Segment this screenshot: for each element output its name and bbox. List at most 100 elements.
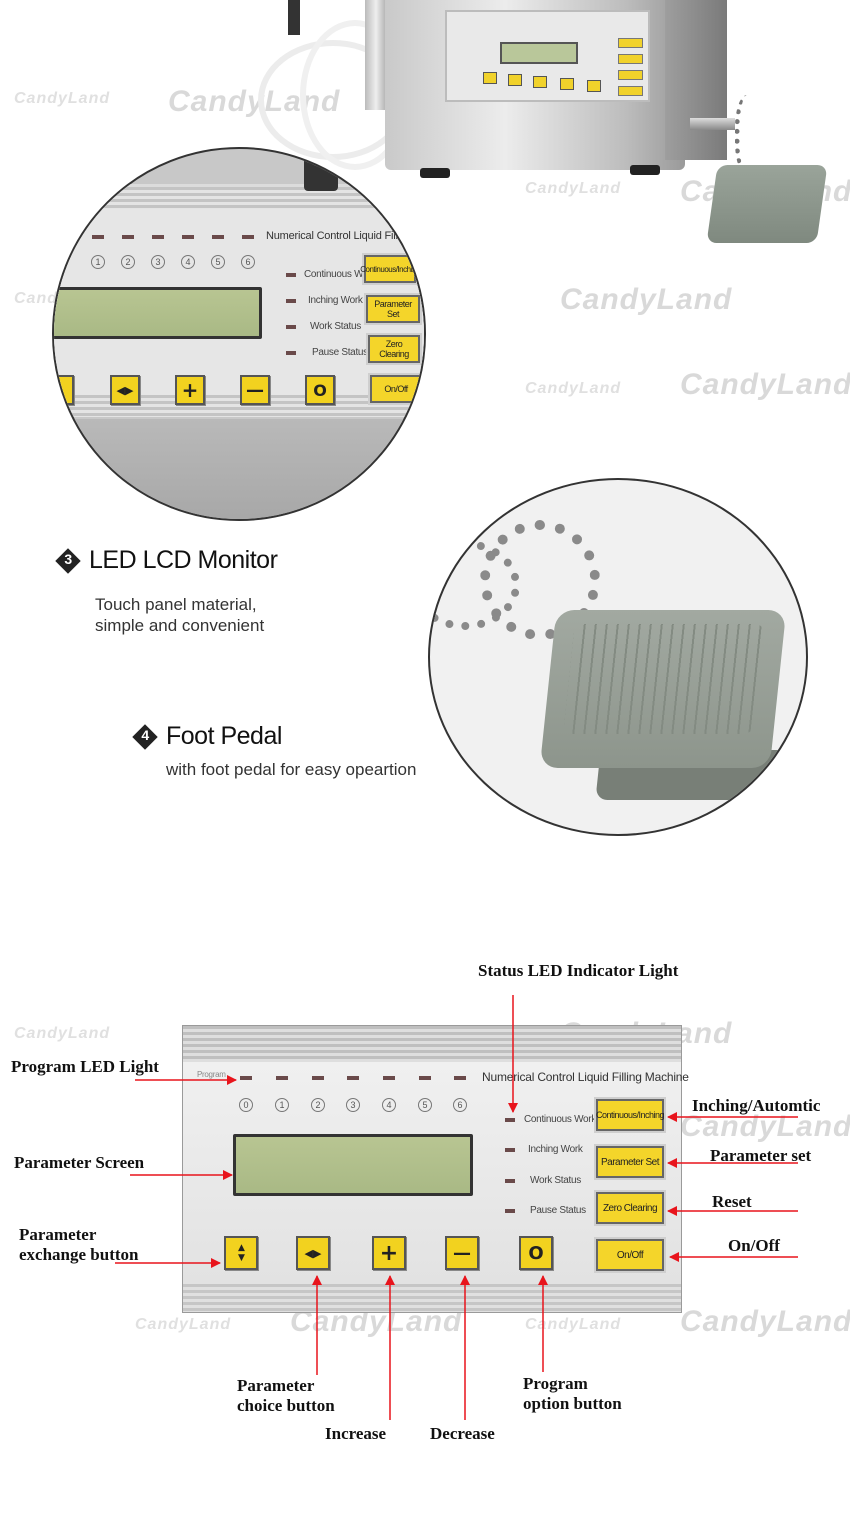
status-led <box>505 1148 515 1152</box>
program-led <box>212 235 224 239</box>
program-led <box>240 1076 252 1080</box>
program-number: 5 <box>418 1098 432 1112</box>
increase-key[interactable]: + <box>372 1236 406 1270</box>
continuous-inching-button[interactable]: Continuous/Inching <box>596 1099 665 1131</box>
status-label: Inching Work <box>528 1144 583 1155</box>
feature-3-desc-1: Touch panel material, <box>95 595 257 614</box>
mini-yellow-key <box>618 86 643 96</box>
watermark: CandyLand <box>135 1316 232 1333</box>
watermark: CandyLand <box>680 1110 850 1143</box>
watermark: CandyLand <box>14 90 111 107</box>
parameter-exchange-key[interactable]: ▲▼ <box>224 1236 258 1270</box>
program-label: Program <box>197 1070 226 1079</box>
program-option-key[interactable]: O <box>305 375 335 405</box>
machine-foot <box>630 165 660 175</box>
zero-clearing-button[interactable]: Zero Clearing <box>596 1192 664 1224</box>
panel-rail <box>54 187 424 209</box>
nozzle-clamp <box>304 149 338 191</box>
program-led <box>419 1076 431 1080</box>
program-option-key[interactable]: O <box>519 1236 553 1270</box>
parameter-screen <box>54 287 262 339</box>
mini-key <box>533 76 547 88</box>
foot-pedal-zoom <box>428 478 808 836</box>
number-badge-icon: 4 <box>132 724 158 750</box>
status-led <box>505 1118 515 1122</box>
machine-side <box>665 0 727 160</box>
increase-key[interactable]: + <box>175 375 205 405</box>
program-led <box>122 235 134 239</box>
panel-rail <box>183 1026 681 1062</box>
program-number: 4 <box>382 1098 396 1112</box>
connector <box>690 118 735 130</box>
cord <box>735 95 765 175</box>
callout-param-exchange-1: Parameter <box>19 1225 97 1244</box>
callout-parameter-screen: Parameter Screen <box>14 1153 145 1172</box>
feature-4-heading: 4 Foot Pedal <box>132 722 282 751</box>
feature-3-heading: 3 LED LCD Monitor <box>55 546 278 575</box>
program-number: 4 <box>181 255 195 269</box>
program-led <box>347 1076 359 1080</box>
callout-program-led: Program LED Light <box>11 1057 159 1076</box>
watermark: CandyLand <box>525 380 622 397</box>
on-off-button[interactable]: On/Off <box>370 375 422 403</box>
mini-yellow-key <box>618 70 643 80</box>
callout-param-set: Parameter set <box>710 1146 812 1165</box>
decrease-key[interactable]: — <box>445 1236 479 1270</box>
parameter-set-button[interactable]: Parameter Set <box>596 1146 664 1178</box>
program-number: 6 <box>453 1098 467 1112</box>
program-led <box>152 235 164 239</box>
status-led <box>286 325 296 329</box>
status-led <box>505 1179 515 1183</box>
watermark: CandyLand <box>525 1316 622 1333</box>
status-label: Inching Work <box>308 295 363 306</box>
program-number: 3 <box>346 1098 360 1112</box>
program-led <box>242 235 254 239</box>
status-led <box>286 351 296 355</box>
watermark: CandyLand <box>14 1025 111 1042</box>
callout-decrease: Decrease <box>430 1424 495 1443</box>
program-number: 1 <box>275 1098 289 1112</box>
zero-clearing-button[interactable]: Zero Clearing <box>368 335 420 363</box>
program-number: 6 <box>241 255 255 269</box>
parameter-choice-key[interactable]: ◀▶ <box>110 375 140 405</box>
parameter-exchange-key[interactable] <box>54 375 74 405</box>
program-number: 3 <box>151 255 165 269</box>
machine-foot <box>420 168 450 178</box>
watermark: CandyLand <box>525 180 622 197</box>
machine-body <box>54 419 424 519</box>
callout-onoff: On/Off <box>728 1236 780 1255</box>
callout-reset: Reset <box>712 1192 752 1211</box>
continuous-inching-button[interactable]: Continuous/Inching <box>360 255 420 283</box>
on-off-button[interactable]: On/Off <box>596 1239 664 1271</box>
number-badge-icon: 3 <box>55 548 81 574</box>
program-led <box>182 235 194 239</box>
callout-program-option-2: option button <box>523 1394 622 1413</box>
lcd-panel-zoom: Numerical Control Liquid Filling Machin … <box>52 147 426 521</box>
feature-4-title: Foot Pedal <box>166 722 282 750</box>
parameter-set-button[interactable]: Parameter Set <box>366 295 420 323</box>
callout-param-exchange-2: exchange button <box>19 1245 139 1264</box>
callout-status-led: Status LED Indicator Light <box>478 961 679 980</box>
program-number: 2 <box>121 255 135 269</box>
decrease-key[interactable]: — <box>240 375 270 405</box>
status-label: Work Status <box>530 1175 581 1186</box>
status-led <box>505 1209 515 1213</box>
mini-key <box>483 72 497 84</box>
parameter-choice-key[interactable]: ◀▶ <box>296 1236 330 1270</box>
parameter-screen <box>233 1134 473 1196</box>
mini-lcd <box>500 42 578 64</box>
mini-key <box>508 74 522 86</box>
feature-4-desc: with foot pedal for easy opeartion <box>166 760 417 779</box>
feature-3-desc-2: simple and convenient <box>95 616 265 635</box>
mini-key <box>587 80 601 92</box>
panel-title: Numerical Control Liquid Filling Machine <box>482 1070 689 1084</box>
mini-yellow-key <box>618 38 643 48</box>
status-label: Work Status <box>310 321 361 332</box>
program-led <box>383 1076 395 1080</box>
arm <box>365 0 387 110</box>
status-label: Pause Status <box>530 1205 586 1216</box>
status-led <box>286 273 296 277</box>
status-led <box>286 299 296 303</box>
watermark: CandyLand <box>680 368 850 401</box>
callout-param-choice-2: choice button <box>237 1396 335 1415</box>
